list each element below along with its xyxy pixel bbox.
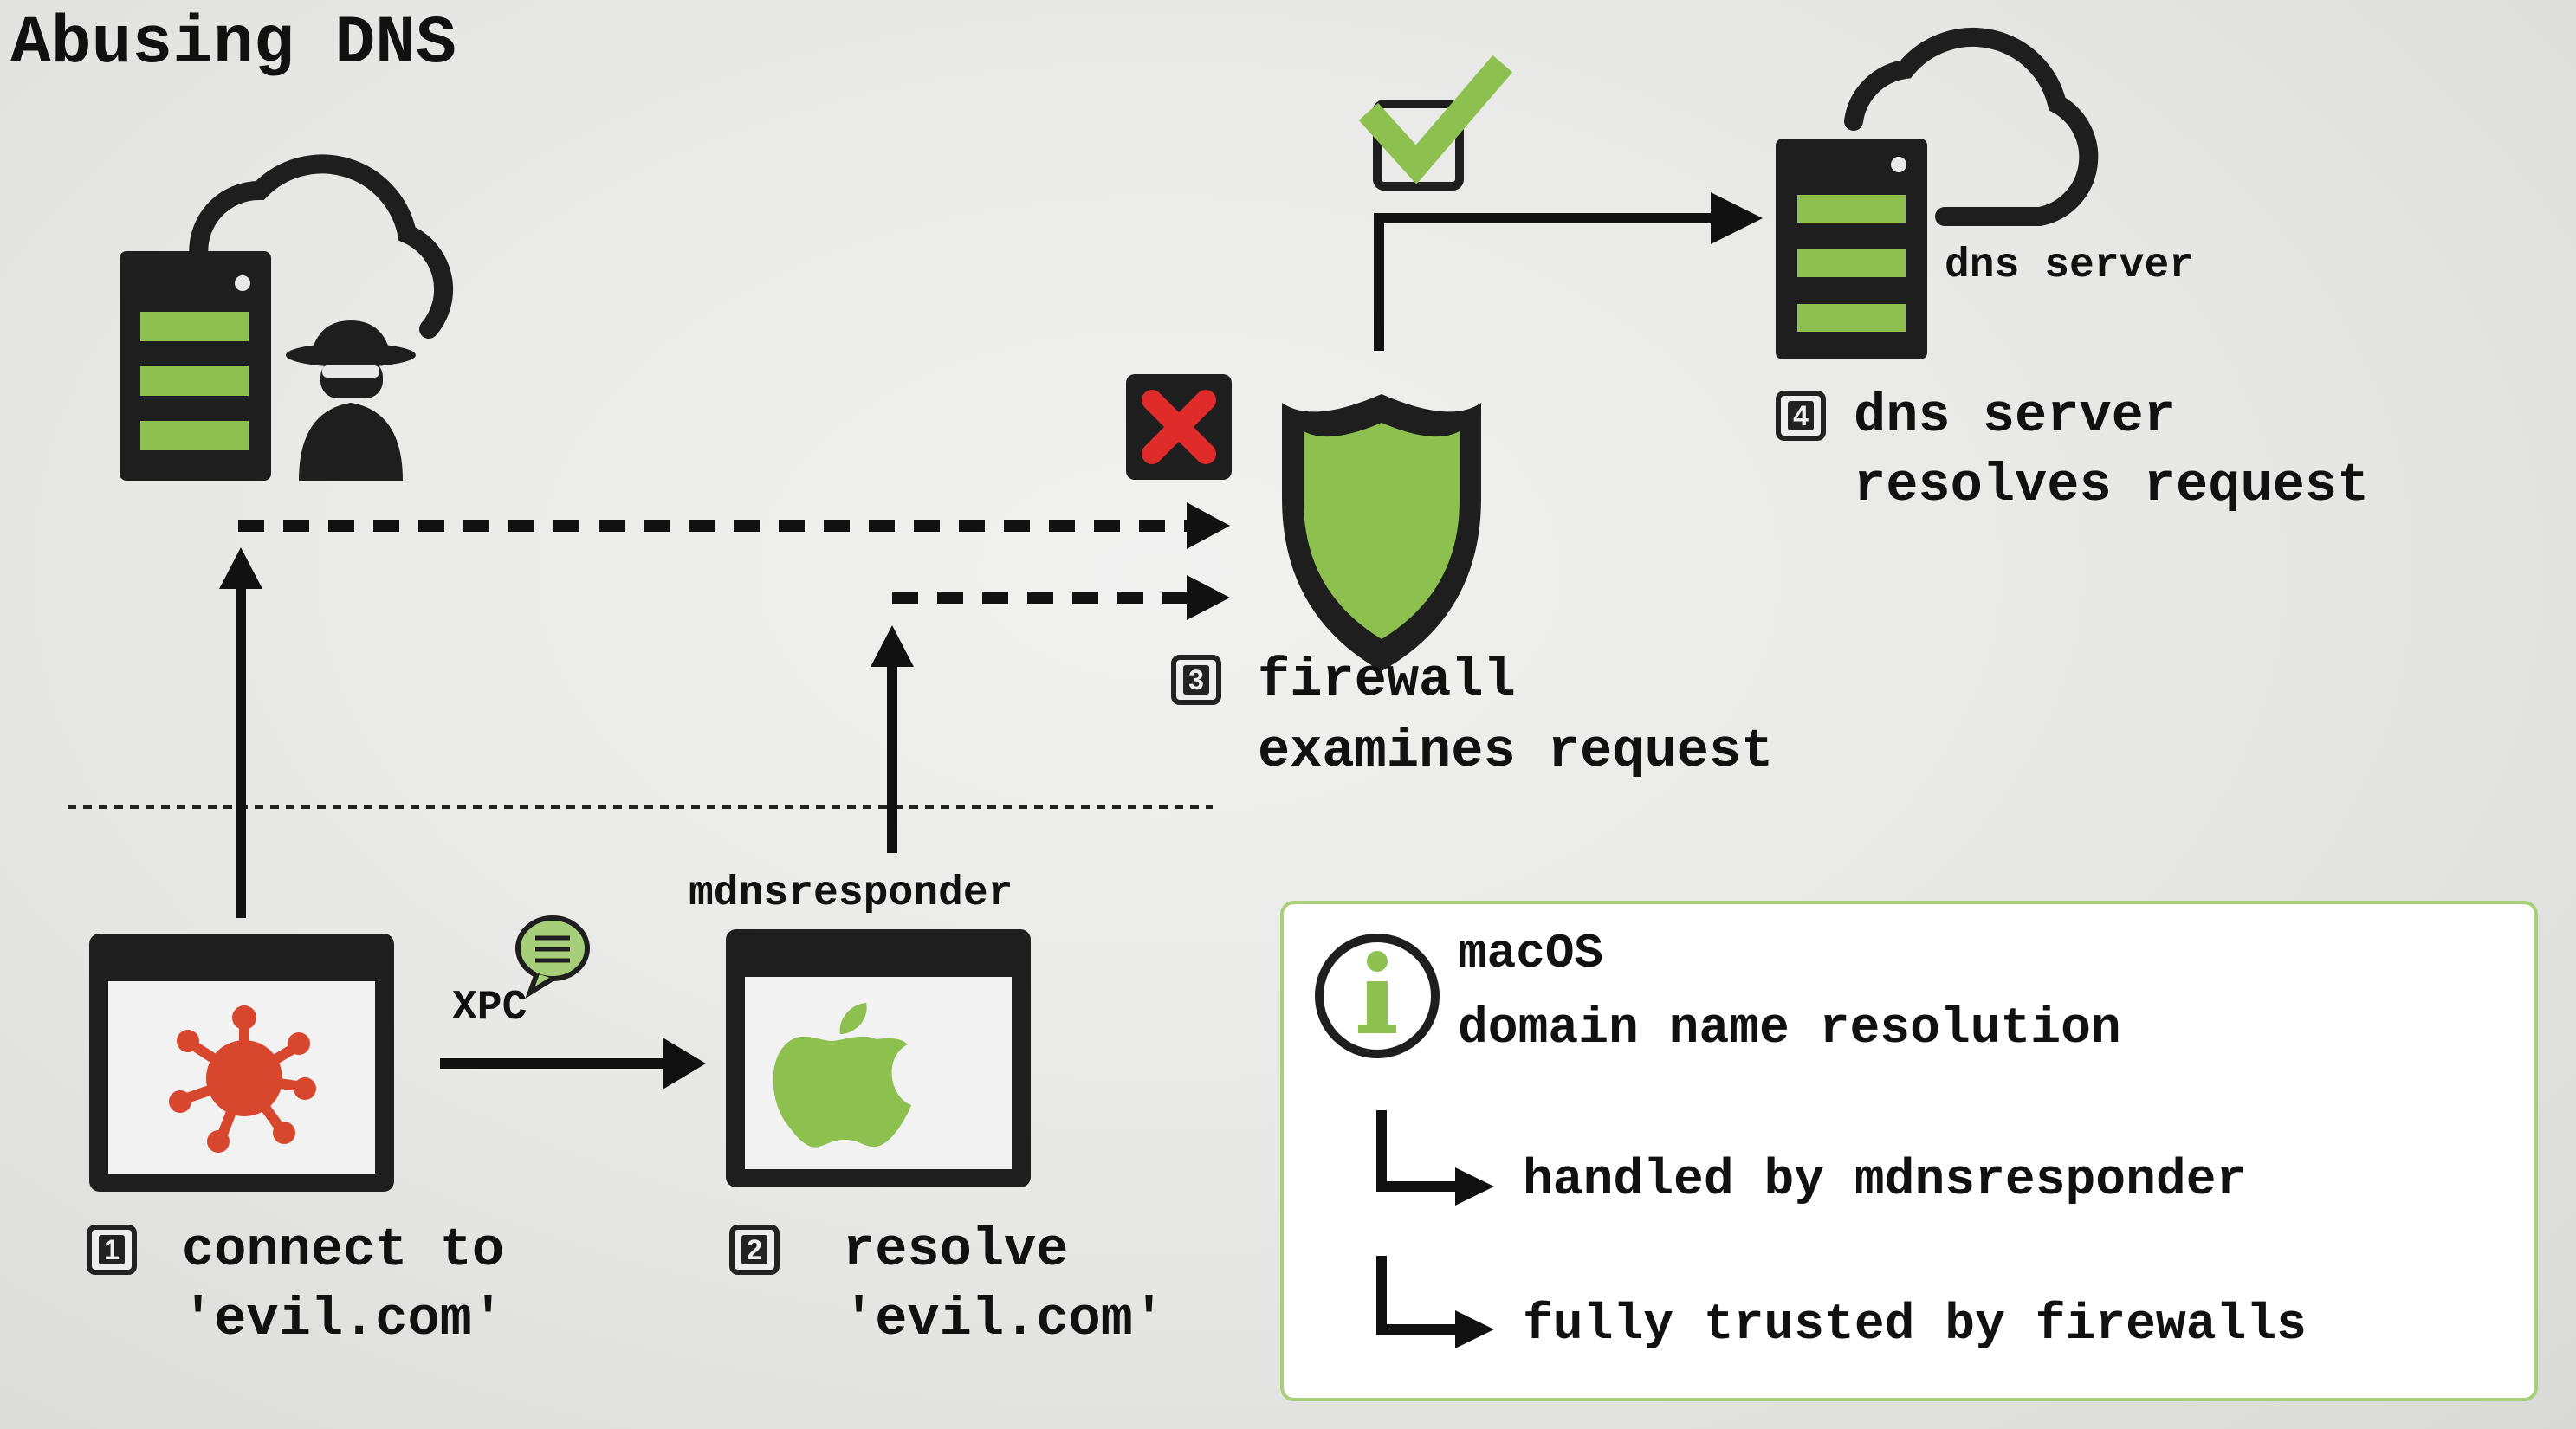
apple-icon — [773, 1003, 911, 1148]
firewall-shield-icon — [1282, 394, 1481, 671]
step-4-line1: dns server — [1854, 385, 2177, 447]
info-bullet-2: fully trusted by firewalls — [1523, 1297, 2307, 1354]
step-1-line1: connect to — [182, 1219, 505, 1281]
info-bullet-1: handled by mdnsresponder — [1523, 1153, 2247, 1209]
step-3-badge: 3 — [1171, 655, 1221, 705]
step-4-line2: resolves request — [1854, 455, 2370, 516]
step-4-badge: 4 — [1776, 391, 1826, 441]
attacker-server-icon — [120, 154, 454, 481]
info-title-line1: macOS — [1458, 926, 1604, 981]
chat-bubble-icon — [515, 915, 590, 999]
step-3-line2: examines request — [1258, 721, 1774, 782]
arrow-to-dns-server — [1374, 213, 1715, 351]
step-1-line2: 'evil.com' — [182, 1289, 505, 1350]
checkmark-icon — [1358, 55, 1513, 191]
blocked-x-icon — [1126, 374, 1232, 480]
slide-title: Abusing DNS — [10, 6, 456, 82]
step-1-badge: 1 — [87, 1225, 137, 1275]
info-box — [1280, 901, 2538, 1401]
spy-icon — [286, 320, 416, 481]
step-2-line2: 'evil.com' — [843, 1289, 1166, 1350]
step-2-line1: resolve — [843, 1219, 1069, 1281]
mdnsresponder-label: mdnsresponder — [689, 870, 1013, 917]
dns-server-icon — [1776, 27, 2099, 359]
step-3-line1: firewall — [1258, 650, 1516, 711]
info-title-line2: domain name resolution — [1458, 1001, 2121, 1057]
virus-icon — [169, 1005, 316, 1153]
dns-server-label: dns server — [1945, 242, 2195, 289]
xpc-label: XPC — [452, 985, 527, 1031]
step-2-badge: 2 — [729, 1225, 780, 1275]
